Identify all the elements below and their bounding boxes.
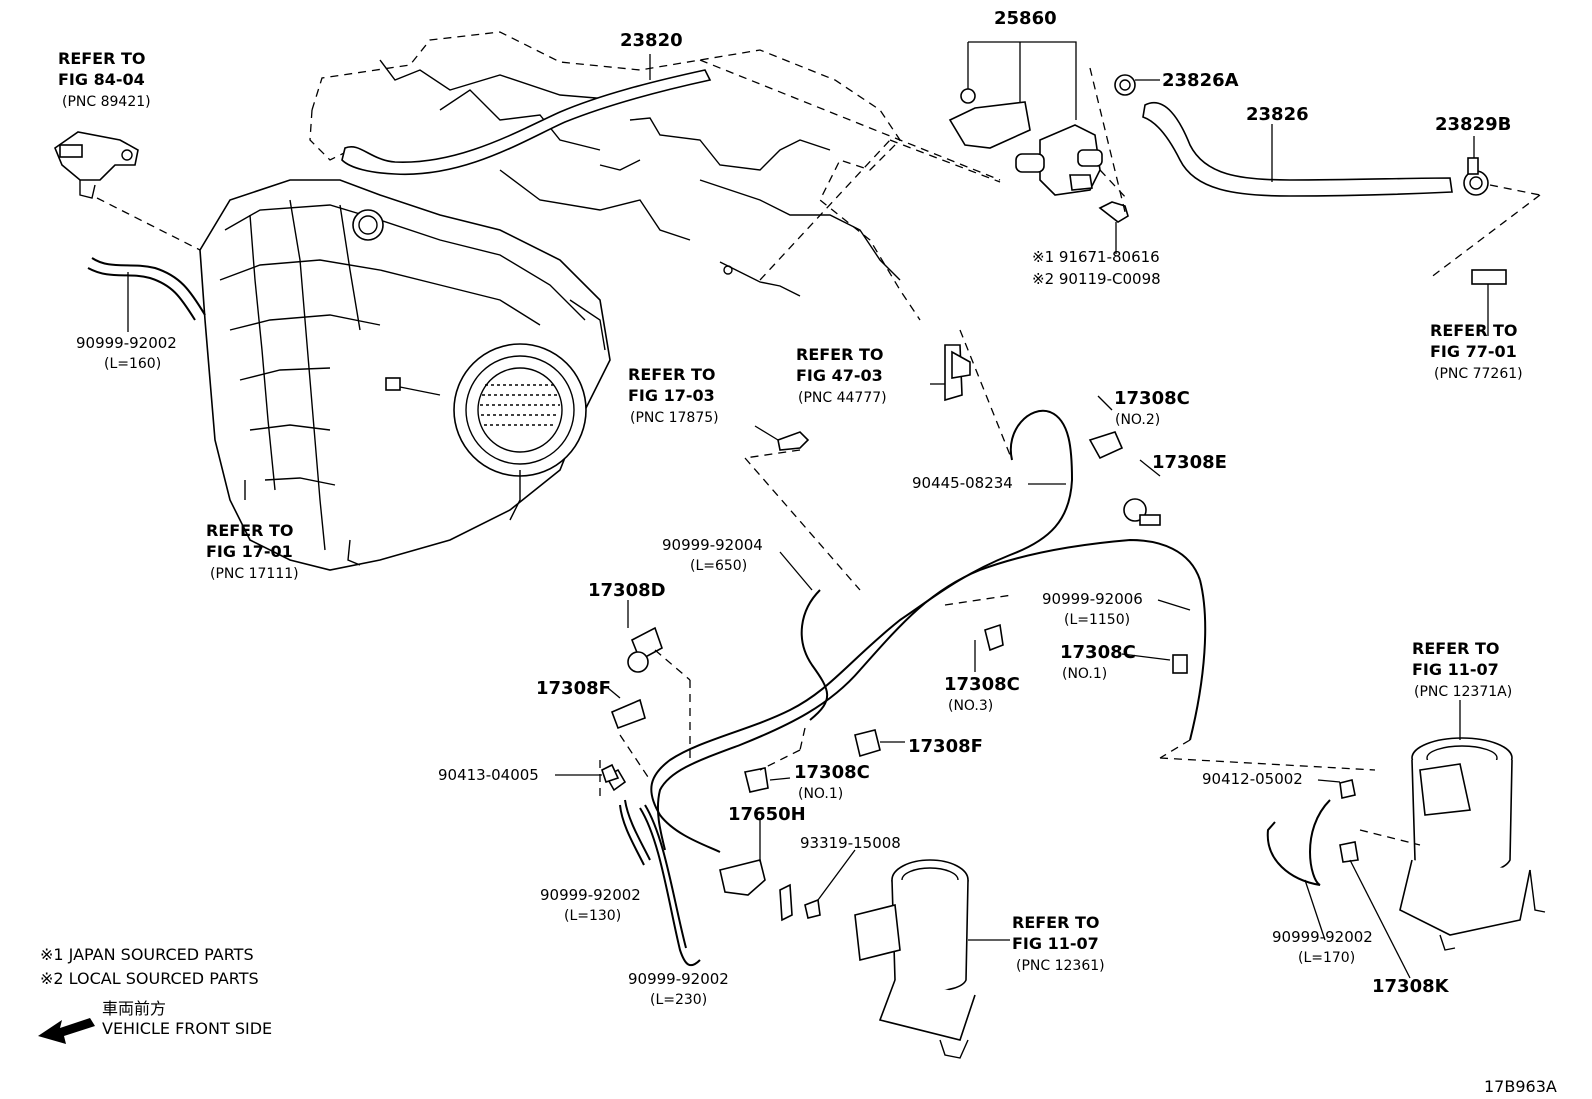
part-44777 — [930, 329, 1013, 461]
refer-11-07-a[interactable]: REFER TO FIG 11-07 (PNC 12371A) — [1412, 639, 1512, 700]
label-90445-08234[interactable]: 90445-08234 — [912, 474, 1013, 492]
label-no3: (NO.3) — [948, 698, 993, 714]
label-no1: (NO.1) — [798, 786, 843, 802]
legend-notes: ※1 JAPAN SOURCED PARTS ※2 LOCAL SOURCED … — [40, 945, 1557, 1096]
label-23829B[interactable]: 23829B — [1435, 114, 1511, 135]
refer-77-01-line2: FIG 77-01 — [1430, 342, 1517, 361]
refer-17-01-line3: (PNC 17111) — [210, 566, 299, 582]
hose-23820 — [341, 54, 712, 176]
refer-47-03-line2: FIG 47-03 — [796, 366, 883, 385]
label-17308c-no3[interactable]: 17308C — [944, 674, 1020, 695]
refer-84-04-line2: FIG 84-04 — [58, 70, 145, 89]
refer-77-01-line1: REFER TO — [1430, 321, 1518, 340]
label-90119-c0098[interactable]: ※2 90119-C0098 — [1032, 270, 1161, 288]
fitting-17875 — [744, 425, 861, 591]
label-17308c-no1[interactable]: 17308C — [794, 762, 870, 783]
leader-lines — [607, 395, 1191, 781]
label-l160: (L=160) — [104, 356, 161, 372]
sensor-part — [54, 131, 201, 251]
refer-47-03[interactable]: REFER TO FIG 47-03 (PNC 44777) — [796, 345, 887, 406]
label-l130: (L=130) — [564, 908, 621, 924]
label-17308f-a[interactable]: 17308F — [536, 678, 611, 699]
intake-manifold — [199, 179, 611, 571]
refer-11-07-b-line1: REFER TO — [1012, 913, 1100, 932]
refer-84-04[interactable]: REFER TO FIG 84-04 (PNC 89421) — [58, 49, 151, 110]
hose-23826 — [1089, 67, 1453, 217]
label-l170: (L=170) — [1298, 950, 1355, 966]
refer-17-01-line1: REFER TO — [206, 521, 294, 540]
label-90999-92002-l130[interactable]: 90999-92002 — [540, 886, 641, 904]
pump-12371a — [1359, 700, 1546, 951]
label-90999-92006[interactable]: 90999-92006 — [1042, 590, 1143, 608]
label-23826A[interactable]: 23826A — [1162, 70, 1239, 91]
refer-11-07-b-line2: FIG 11-07 — [1012, 934, 1099, 953]
figure-id: 17B963A — [1484, 1077, 1557, 1096]
label-90999-92002-l160[interactable]: 90999-92002 — [76, 334, 177, 352]
note-front-jp: 車両前方 — [102, 999, 166, 1018]
note-japan-sourced: ※1 JAPAN SOURCED PARTS — [40, 945, 254, 964]
refer-17-03-line1: REFER TO — [628, 365, 716, 384]
t-joint-90413 — [555, 760, 620, 800]
vacuum-hose-bundle — [650, 409, 1376, 853]
engine-outline — [309, 31, 1001, 321]
small-hose-l160 — [87, 257, 206, 332]
label-no2: (NO.2) — [1115, 412, 1160, 428]
refer-11-07-a-line1: REFER TO — [1412, 639, 1500, 658]
refer-11-07-b[interactable]: REFER TO FIG 11-07 (PNC 12361) — [1012, 913, 1105, 974]
small-hoses-lower — [619, 799, 701, 967]
label-90999-92004[interactable]: 90999-92004 — [662, 536, 763, 554]
label-l1150: (L=1150) — [1064, 612, 1130, 628]
refer-77-01[interactable]: REFER TO FIG 77-01 (PNC 77261) — [1430, 321, 1523, 382]
note-local-sourced: ※2 LOCAL SOURCED PARTS — [40, 969, 259, 988]
refer-77-01-line3: (PNC 77261) — [1434, 366, 1523, 382]
label-l650: (L=650) — [690, 558, 747, 574]
label-17308d[interactable]: 17308D — [588, 580, 666, 601]
refer-17-03-line2: FIG 17-03 — [628, 386, 715, 405]
part-number-labels: 23820 25860 23826A 23826 23829B ※1 91671… — [76, 8, 1511, 1008]
refer-11-07-a-line3: (PNC 12371A) — [1414, 684, 1512, 700]
label-23820[interactable]: 23820 — [620, 30, 683, 51]
refer-84-04-line3: (PNC 89421) — [62, 94, 151, 110]
refer-17-03-line3: (PNC 17875) — [630, 410, 719, 426]
label-90999-92002-l170[interactable]: 90999-92002 — [1272, 928, 1373, 946]
label-17650h[interactable]: 17650H — [728, 804, 806, 825]
label-17308k[interactable]: 17308K — [1372, 976, 1450, 997]
refer-47-03-line1: REFER TO — [796, 345, 884, 364]
label-93319-15008[interactable]: 93319-15008 — [800, 834, 901, 852]
label-l230: (L=230) — [650, 992, 707, 1008]
vsv-17650h — [719, 820, 856, 922]
refer-17-01-line2: FIG 17-01 — [206, 542, 293, 561]
clamp-23829b — [1429, 136, 1541, 336]
refer-84-04-line1: REFER TO — [58, 49, 146, 68]
label-23826[interactable]: 23826 — [1246, 104, 1309, 125]
label-25860[interactable]: 25860 — [994, 8, 1057, 29]
vsv-25860 — [889, 41, 1129, 254]
refer-17-03[interactable]: REFER TO FIG 17-03 (PNC 17875) — [628, 365, 719, 426]
refer-to-blocks: REFER TO FIG 84-04 (PNC 89421) REFER TO … — [58, 49, 1523, 974]
note-front-en: VEHICLE FRONT SIDE — [102, 1019, 272, 1038]
label-17308c-no1b[interactable]: 17308C — [1060, 642, 1136, 663]
refer-11-07-a-line2: FIG 11-07 — [1412, 660, 1499, 679]
label-90999-92002-l230[interactable]: 90999-92002 — [628, 970, 729, 988]
label-91671-80616[interactable]: ※1 91671-80616 — [1032, 248, 1160, 266]
label-no1b: (NO.1) — [1062, 666, 1107, 682]
canister-12361 — [854, 859, 1010, 1059]
refer-47-03-line3: (PNC 44777) — [798, 390, 887, 406]
label-17308e[interactable]: 17308E — [1152, 452, 1227, 473]
vehicle-front-arrow — [38, 1018, 95, 1044]
refer-17-01[interactable]: REFER TO FIG 17-01 (PNC 17111) — [206, 521, 299, 582]
label-17308c-no2[interactable]: 17308C — [1114, 388, 1190, 409]
label-90412-05002[interactable]: 90412-05002 — [1202, 770, 1303, 788]
fitting-90412 — [1266, 779, 1411, 979]
label-90413-04005[interactable]: 90413-04005 — [438, 766, 539, 784]
label-17308f-b[interactable]: 17308F — [908, 736, 983, 757]
clamps-on-hoses — [604, 431, 1188, 793]
refer-11-07-b-line3: (PNC 12361) — [1016, 958, 1105, 974]
